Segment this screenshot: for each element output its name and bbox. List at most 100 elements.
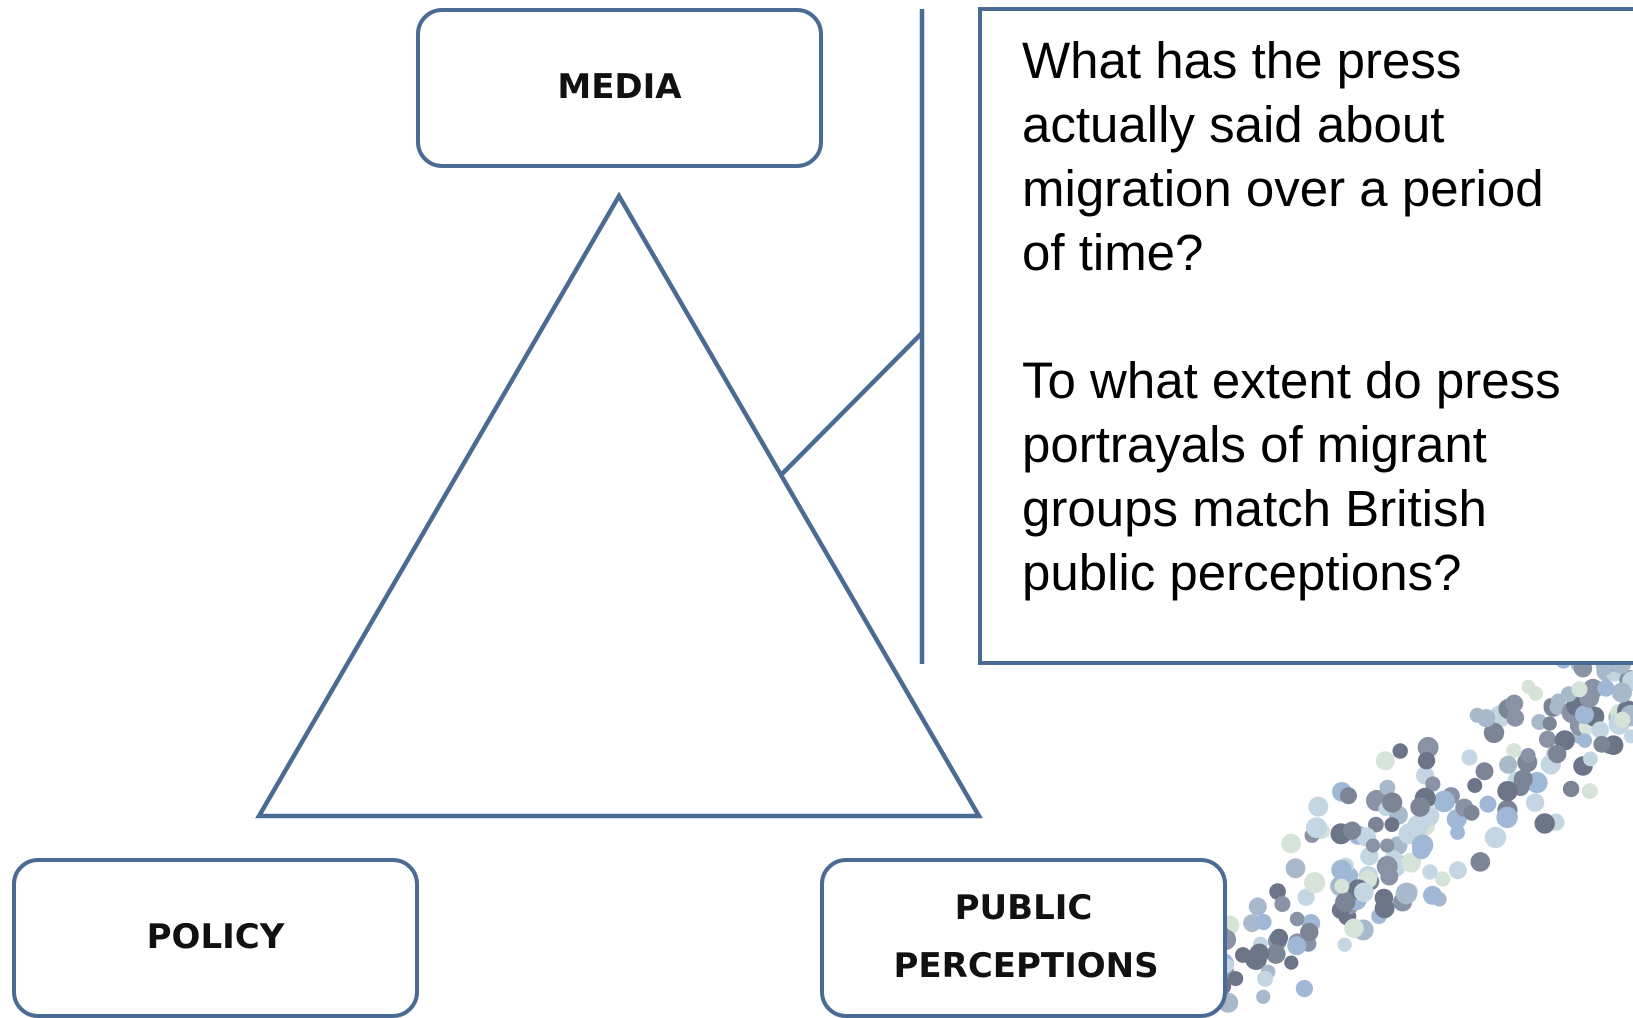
decor-dot xyxy=(1528,686,1543,701)
decor-dot xyxy=(1382,792,1403,813)
decor-dot xyxy=(1287,936,1307,956)
decor-dot xyxy=(1401,852,1421,873)
decor-dot xyxy=(1392,743,1408,759)
decor-dot xyxy=(1274,896,1291,912)
decor-dot xyxy=(1581,783,1598,800)
decor-dot xyxy=(1417,752,1436,770)
decor-dot xyxy=(1306,817,1327,838)
decor-dot xyxy=(1577,733,1593,748)
decor-dot xyxy=(1289,911,1305,927)
decor-dot xyxy=(1331,859,1352,881)
scattered-dots-decoration xyxy=(1175,644,1633,1017)
decor-dot xyxy=(1463,804,1480,821)
decor-dot xyxy=(1249,943,1270,963)
decor-dot xyxy=(1380,838,1395,853)
decor-dot xyxy=(1374,898,1395,919)
decor-dot xyxy=(1425,776,1441,792)
decor-dot xyxy=(1611,682,1632,703)
research-questions-box: What has the press actually said about m… xyxy=(978,7,1633,665)
question-2: To what extent do press portrayals of mi… xyxy=(1022,352,1561,601)
decor-dot xyxy=(1308,796,1329,817)
decor-dot xyxy=(1368,816,1384,833)
decor-dot xyxy=(1269,883,1286,900)
decor-dot xyxy=(1344,918,1364,939)
decor-dot xyxy=(1335,892,1356,913)
decor-dot xyxy=(1379,779,1396,796)
decor-dot xyxy=(1248,897,1267,916)
decor-dot xyxy=(1479,795,1497,813)
decor-dot xyxy=(1384,817,1400,832)
decor-dot xyxy=(1614,711,1631,728)
decor-dot xyxy=(1525,793,1545,812)
decor-dot xyxy=(1575,705,1594,725)
public-perceptions-node: PUBLIC PERCEPTIONS xyxy=(820,858,1227,1018)
decor-dot xyxy=(1235,947,1251,963)
decor-dot xyxy=(1433,790,1455,813)
decor-dot xyxy=(1266,944,1286,964)
decor-dot xyxy=(1365,838,1381,853)
policy-label: POLICY xyxy=(146,917,285,958)
decor-dot xyxy=(1562,780,1580,798)
decor-dot xyxy=(1423,885,1442,905)
decor-dot xyxy=(1281,833,1301,854)
decor-dot xyxy=(1499,755,1518,774)
decor-dot xyxy=(1297,888,1315,906)
decor-dot xyxy=(1256,989,1271,1004)
decor-dot xyxy=(1624,729,1633,744)
decor-dot xyxy=(1435,871,1451,887)
public-perceptions-label: PUBLIC PERCEPTIONS xyxy=(893,888,1159,986)
question-1: What has the press actually said about m… xyxy=(1022,32,1544,281)
decor-dot xyxy=(1412,840,1431,860)
decor-dot xyxy=(1304,872,1326,894)
decor-dot xyxy=(1285,858,1306,879)
decor-dot xyxy=(1483,722,1505,743)
decor-dot xyxy=(1354,882,1374,903)
decor-dot xyxy=(1461,749,1478,766)
decor-dot xyxy=(1295,980,1313,998)
decor-dot xyxy=(1470,852,1491,872)
decor-dot xyxy=(1520,748,1536,763)
decor-dot xyxy=(1505,694,1524,713)
decor-dot xyxy=(1591,721,1609,739)
triangle xyxy=(255,191,983,819)
decor-dot xyxy=(1548,744,1567,764)
decor-dot xyxy=(1270,928,1289,947)
decor-dot xyxy=(1380,867,1399,886)
connector-line xyxy=(780,331,924,476)
decor-dot xyxy=(1340,787,1357,805)
decor-dot xyxy=(1255,913,1272,931)
decor-dot xyxy=(1410,797,1430,817)
decor-dot xyxy=(1497,781,1518,802)
decor-dot xyxy=(1597,679,1615,697)
decor-dot xyxy=(1228,971,1244,987)
decor-dot xyxy=(1300,922,1319,942)
media-node: MEDIA xyxy=(416,8,823,168)
decor-dot xyxy=(1334,878,1350,894)
policy-node: POLICY xyxy=(12,858,419,1018)
decor-dot xyxy=(1417,736,1439,758)
decor-dot xyxy=(1583,751,1598,767)
decor-dot xyxy=(1571,681,1588,698)
decor-dot xyxy=(1448,861,1467,880)
decor-dot xyxy=(1538,730,1557,748)
decor-dot xyxy=(1506,743,1522,758)
decor-dot xyxy=(1496,806,1518,829)
decor-dot xyxy=(1469,707,1485,723)
decor-dot xyxy=(1593,735,1611,753)
decor-dot xyxy=(1422,864,1438,880)
decor-dot xyxy=(1467,778,1483,793)
decor-dot xyxy=(1534,813,1555,834)
decor-dot xyxy=(1475,762,1494,781)
decor-dot xyxy=(1542,716,1557,731)
decor-dot xyxy=(1257,970,1274,987)
media-label: MEDIA xyxy=(557,67,682,108)
decor-dot xyxy=(1450,825,1465,840)
decor-dot xyxy=(1506,708,1525,727)
decor-dot xyxy=(1484,826,1507,849)
decor-dot xyxy=(1343,821,1362,840)
decor-dot xyxy=(1395,882,1418,905)
decor-dot xyxy=(1337,937,1352,952)
decor-dot xyxy=(1284,955,1299,970)
decor-dot xyxy=(1549,699,1566,715)
